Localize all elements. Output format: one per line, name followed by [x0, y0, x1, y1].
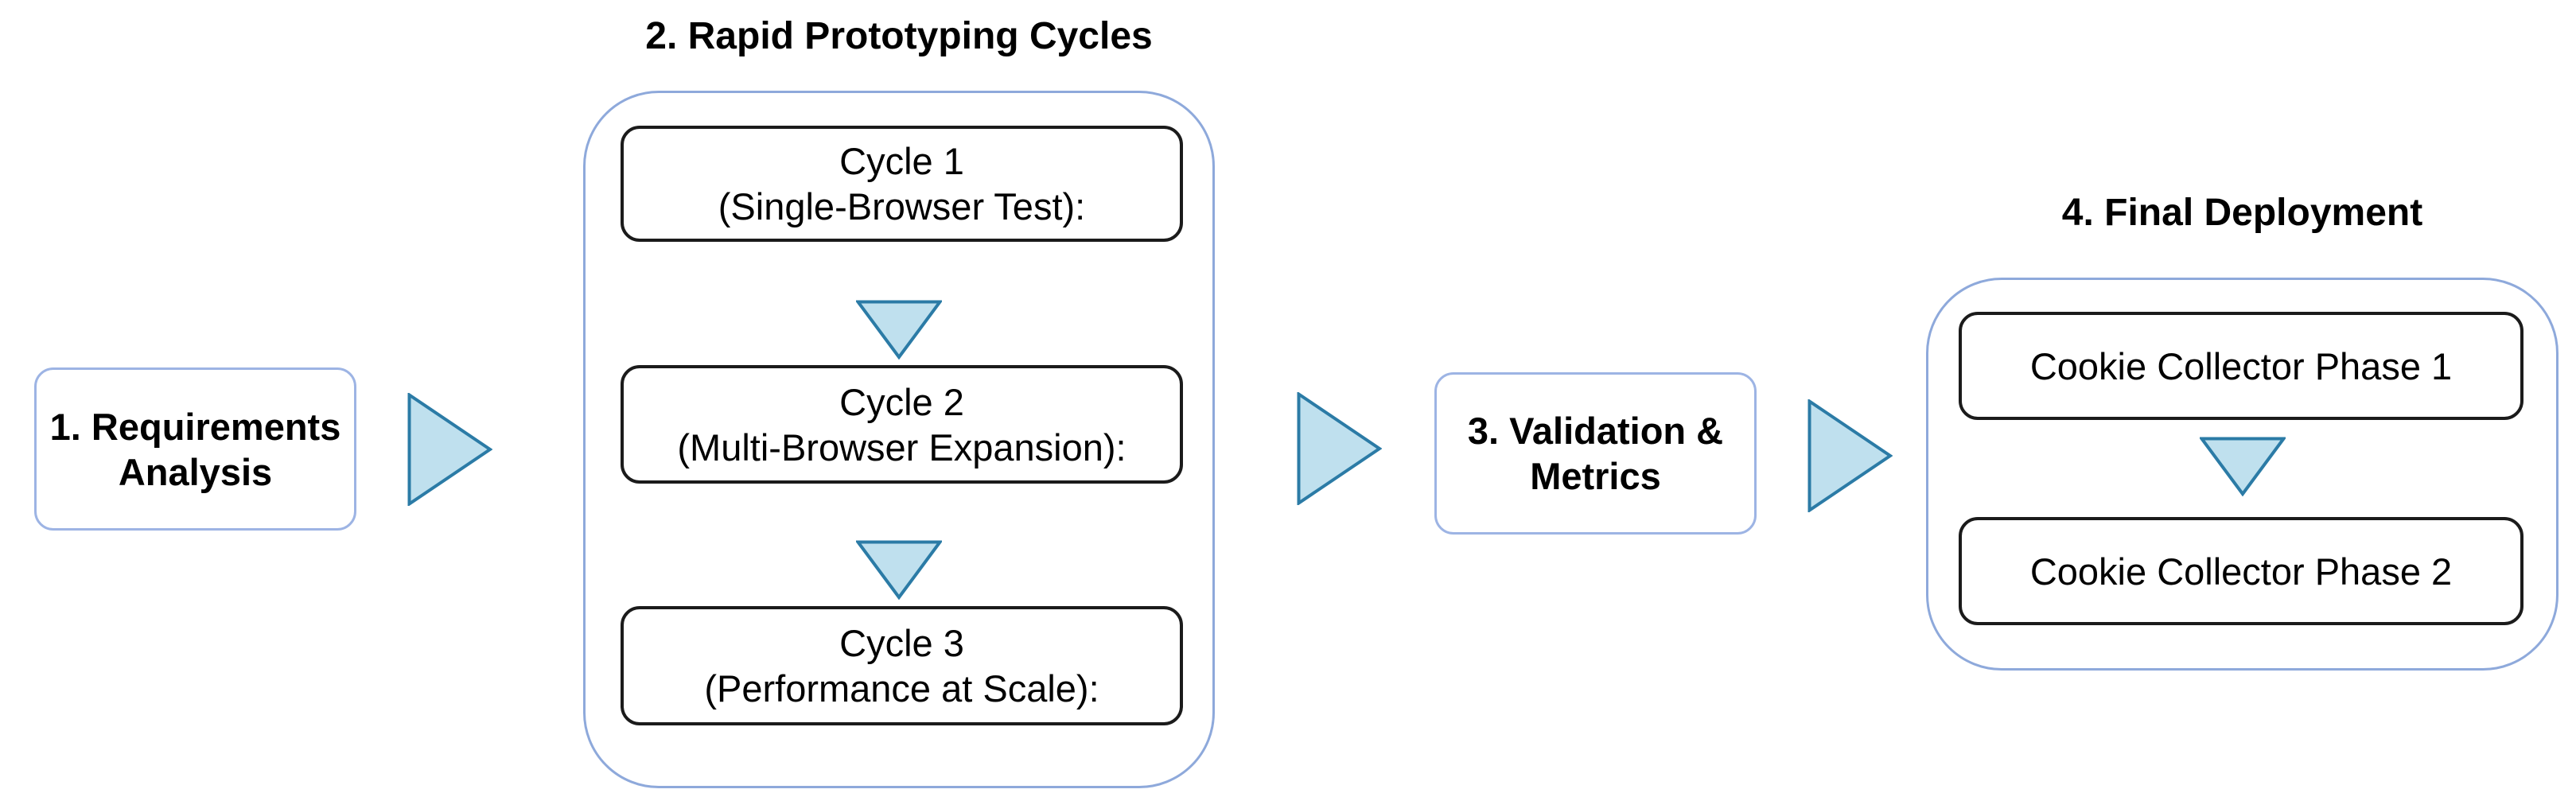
node-cookie-collector-phase-1-label: Cookie Collector Phase 1 — [2029, 344, 2453, 387]
node-cycle-2: Cycle 2 (Multi-Browser Expansion): — [621, 365, 1183, 484]
node-cycle-3-label: Cycle 3 (Performance at Scale): — [704, 622, 1099, 710]
node-validation-metrics: 3. Validation & Metrics — [1434, 372, 1757, 535]
node-cycle-1: Cycle 1 (Single-Browser Test): — [621, 126, 1183, 242]
arrow-right-icon — [407, 393, 492, 506]
section-title-rapid-prototyping-cycles: 2. Rapid Prototyping Cycles — [645, 15, 1153, 57]
section-title-final-deployment: 4. Final Deployment — [2061, 192, 2423, 234]
node-requirements-analysis: 1. Requirements Analysis — [34, 367, 356, 531]
node-cookie-collector-phase-1: Cookie Collector Phase 1 — [1959, 312, 2523, 420]
arrow-right-icon — [1297, 392, 1382, 505]
arrow-right-icon — [1807, 399, 1893, 512]
node-requirements-analysis-label: 1. Requirements Analysis — [49, 405, 341, 493]
node-cycle-3: Cycle 3 (Performance at Scale): — [621, 606, 1183, 725]
node-cookie-collector-phase-2: Cookie Collector Phase 2 — [1959, 517, 2523, 625]
node-cookie-collector-phase-2-label: Cookie Collector Phase 2 — [2029, 550, 2453, 593]
node-cycle-2-label: Cycle 2 (Multi-Browser Expansion): — [677, 380, 1127, 468]
arrow-down-icon — [2200, 437, 2286, 496]
arrow-down-icon — [856, 300, 942, 360]
node-validation-metrics-label: 3. Validation & Metrics — [1467, 410, 1724, 497]
arrow-down-icon — [856, 540, 942, 600]
node-cycle-1-label: Cycle 1 (Single-Browser Test): — [718, 140, 1086, 227]
